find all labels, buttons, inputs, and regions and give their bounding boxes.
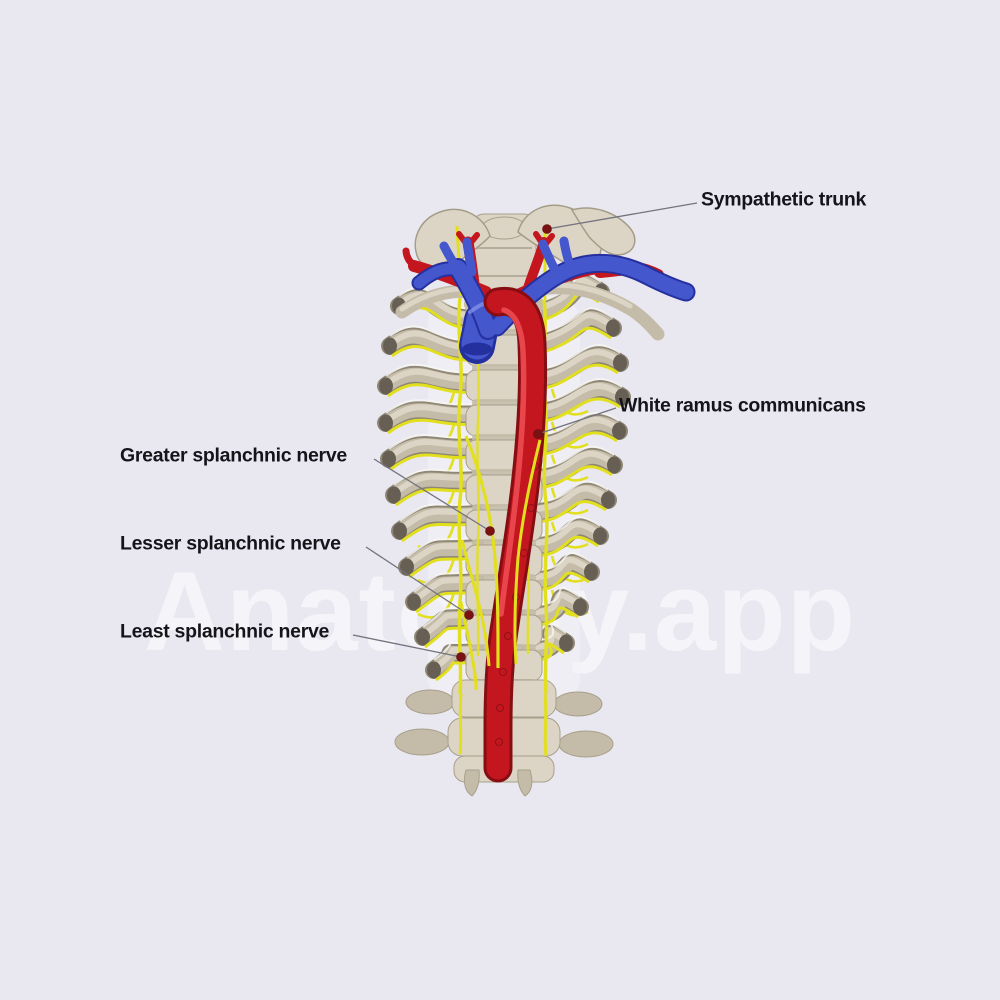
rib-cut-tip [615,388,629,406]
rib-cut-tip [379,414,393,432]
marker-dot-lesser-splanchnic-nerve [464,610,474,620]
rib-highlight [406,542,481,567]
rib-cut-tip [379,377,393,395]
rib-upper-edge [422,606,477,628]
aorta-highlight [498,307,527,617]
leader-line-white-ramus-communicans [537,407,617,435]
sympathetic-trunk-left [457,297,463,695]
rib-highlight [525,627,567,651]
brachiocephalic-vein-right [489,255,694,335]
intercostal-nerve [390,453,479,471]
rib-upper-edge [393,468,477,486]
rib-cut-tip [382,450,396,468]
rib-highlight [385,404,481,423]
rib-upper-edge [385,399,477,414]
rib-highlight [525,312,614,346]
rib-upper-edge [406,537,477,558]
rib-upper-edge [529,587,581,607]
spinous-process [463,769,480,797]
vein-tributary [538,239,561,277]
rib-highlight [525,485,609,513]
rib-cut-tip [584,563,598,581]
splanchnic-nerves-group [459,435,542,691]
leader-line-greater-splanchnic-nerve [373,458,491,532]
lumbar-chain-right [543,693,548,757]
label-least-splanchnic-nerve: Least splanchnic nerve [120,620,330,643]
marker-dot-sympathetic-trunk [542,224,552,234]
label-greater-splanchnic-nerve: Greater splanchnic nerve [120,444,347,467]
rib-highlight [525,450,615,479]
intercostal-nerve [387,383,479,398]
leader-line-least-splanchnic-nerve [352,634,462,658]
rib-highlight [525,521,601,547]
spinous-process [517,769,533,797]
intercostal-nerve [527,465,613,490]
intercostal-nerve [408,556,479,579]
rib-highlight [413,576,481,602]
rib-highlight [385,368,481,386]
artery-tip [402,247,421,271]
rib-highlight [525,557,592,581]
rib-cut-tip [393,522,407,540]
rib-cut-tip [606,319,620,337]
rib-cut-tip [383,337,397,355]
least-splanchnic-nerve-path [459,601,478,691]
rib-highlight [399,508,481,531]
label-white-ramus-communicans: White ramus communicans [619,394,866,417]
aorta-artery-group [483,286,548,783]
annotation-layer [352,202,698,662]
vein-tributary [462,237,477,277]
leader-line-lesser-splanchnic-nerve [365,546,470,616]
rib-highlight [525,592,581,616]
rib-cut-tip [559,634,573,652]
rib-cut-tip [607,456,621,474]
rib-cut-tip [613,354,627,372]
vein-cut-face [462,342,492,356]
rib-highlight [433,646,481,670]
rib-cut-tip [573,598,587,616]
rib-upper-edge [529,516,601,538]
marker-dot-least-splanchnic-nerve [456,652,466,662]
label-lesser-splanchnic-nerve: Lesser splanchnic nerve [120,532,341,555]
rib-cut-tip [416,628,430,646]
rib-cut-tip [427,661,441,679]
rib-cut-tip [407,593,421,611]
rib-upper-edge [399,503,477,522]
lesser-splanchnic-nerve-path [460,539,491,667]
rib-cut-tip [601,491,615,509]
splanchnic-nerve-right-path [513,439,542,665]
intercostal-nerve [387,418,479,435]
vein-branch-left [413,263,465,289]
rib-upper-edge [529,307,614,337]
marker-dot-white-ramus-communicans [533,429,543,439]
rib-highlight [388,439,481,459]
greater-splanchnic-nerve-path [464,435,500,668]
rib-highlight [393,473,481,495]
rib-cut-tip [593,527,607,545]
leader-line-sympathetic-trunk [546,202,698,230]
rib-upper-edge [388,434,477,450]
rib-cut-tip [612,422,626,440]
intercostal-nerve [401,522,479,543]
intercostal-nerve [395,488,479,507]
rib-upper-edge [529,622,567,642]
intercostal-nerve [391,345,479,362]
label-sympathetic-trunk: Sympathetic trunk [701,188,867,211]
vein-tributary [559,236,575,271]
marker-dot-greater-splanchnic-nerve [485,526,495,536]
descending-aorta [486,289,545,780]
intercostal-nerve [527,326,612,358]
first-rib-right-wing [570,207,636,256]
lumbar-chain-left [458,693,463,755]
rib-cut-tip [387,486,401,504]
